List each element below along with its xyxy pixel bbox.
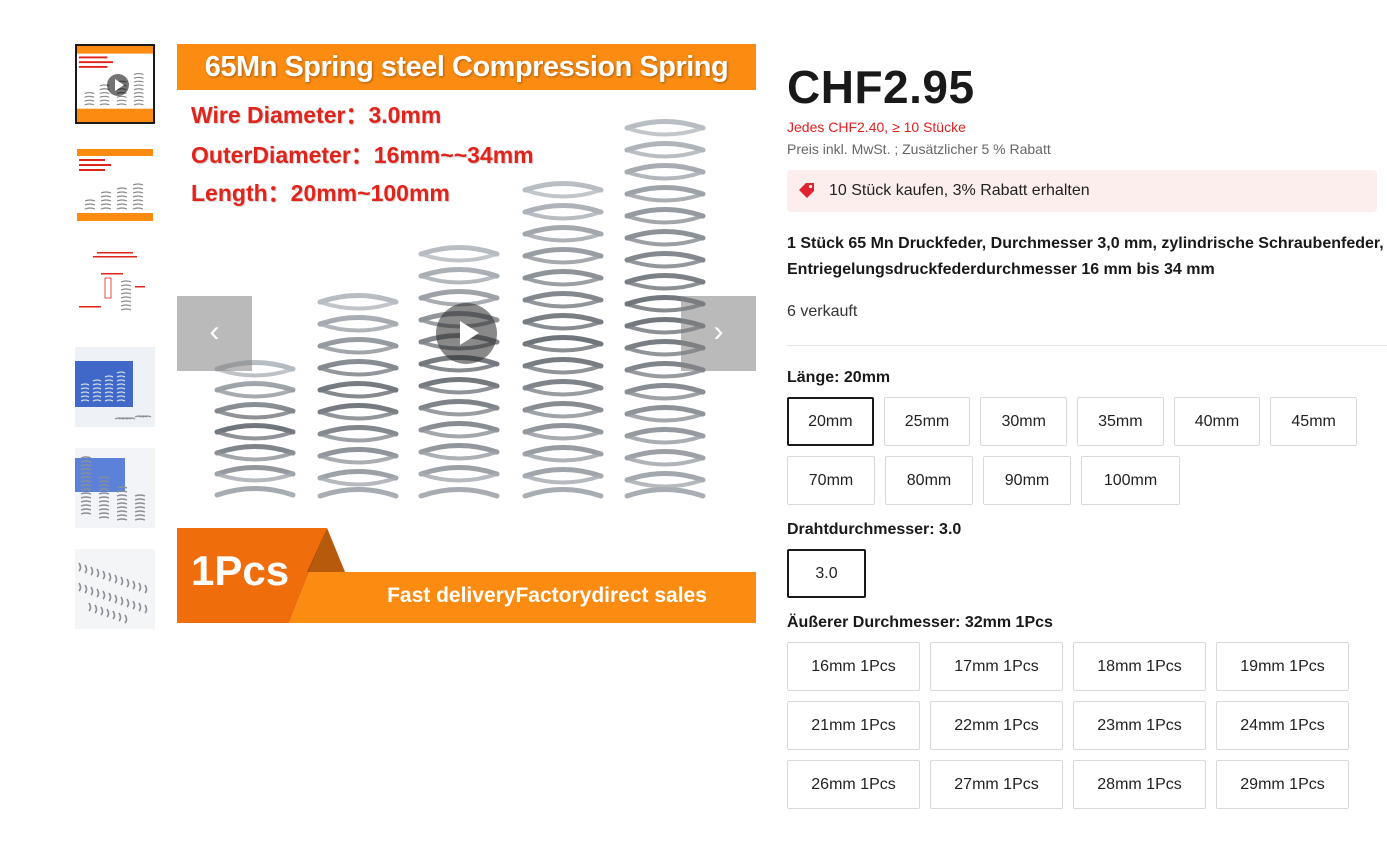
od-option-22mm[interactable]: 22mm 1Pcs: [930, 701, 1063, 750]
length-option-80mm[interactable]: 80mm: [885, 456, 973, 505]
thumbnail-5[interactable]: [75, 448, 155, 528]
length-option-90mm[interactable]: 90mm: [983, 456, 1071, 505]
image-banner-title: 65Mn Spring steel Compression Spring: [177, 44, 756, 90]
outer-diameter-options-row-1: 16mm 1Pcs 17mm 1Pcs 18mm 1Pcs 19mm 1Pcs: [787, 642, 1357, 691]
outer-diameter-options-row-3: 26mm 1Pcs 27mm 1Pcs 28mm 1Pcs 29mm 1Pcs: [787, 760, 1357, 809]
thumbnail-image: [75, 347, 155, 427]
springs-illustration: [177, 119, 756, 623]
thumbnail-video[interactable]: [75, 44, 155, 124]
od-option-27mm[interactable]: 27mm 1Pcs: [930, 760, 1063, 809]
length-option-100mm[interactable]: 100mm: [1081, 456, 1180, 505]
sold-count: 6 verkauft: [787, 303, 858, 320]
wire-diameter-options: 3.0: [787, 549, 1357, 598]
thumbnail-image: [75, 549, 155, 629]
length-option-45mm[interactable]: 45mm: [1270, 397, 1357, 446]
length-options-row-2: 70mm 80mm 90mm 100mm: [787, 456, 1357, 505]
length-options-row-1: 20mm 25mm 30mm 35mm 40mm 45mm: [787, 397, 1357, 446]
thumbnail-4[interactable]: [75, 347, 155, 427]
bulk-price-note: Jedes CHF2.40, ≥ 10 Stücke: [787, 119, 966, 135]
od-option-17mm[interactable]: 17mm 1Pcs: [930, 642, 1063, 691]
od-option-19mm[interactable]: 19mm 1Pcs: [1216, 642, 1349, 691]
length-option-30mm[interactable]: 30mm: [980, 397, 1067, 446]
main-product-image[interactable]: 65Mn Spring steel Compression Spring Wir…: [177, 44, 756, 623]
outer-diameter-options-row-2: 21mm 1Pcs 22mm 1Pcs 23mm 1Pcs 24mm 1Pcs: [787, 701, 1357, 750]
length-option-35mm[interactable]: 35mm: [1077, 397, 1164, 446]
spec-outer-diameter: OuterDiameter：16mm~~34mm: [191, 142, 534, 168]
tax-note: Preis inkl. MwSt. ; Zusätzlicher 5 % Rab…: [787, 141, 1051, 157]
thumbnail-image: [75, 246, 155, 326]
od-option-24mm[interactable]: 24mm 1Pcs: [1216, 701, 1349, 750]
pcs-label: 1Pcs: [191, 547, 290, 594]
product-price: CHF2.95: [787, 61, 975, 113]
chevron-right-icon: ›: [713, 315, 724, 348]
length-option-70mm[interactable]: 70mm: [787, 456, 875, 505]
od-option-23mm[interactable]: 23mm 1Pcs: [1073, 701, 1206, 750]
tag-icon: [799, 183, 814, 198]
outer-diameter-label: Äußerer Durchmesser: 32mm 1Pcs: [787, 614, 1053, 631]
spec-length: Length：20mm~100mm: [191, 180, 450, 206]
length-option-25mm[interactable]: 25mm: [883, 397, 971, 446]
length-option-40mm[interactable]: 40mm: [1173, 397, 1261, 446]
thumbnail-image: [75, 448, 155, 528]
length-option-20mm[interactable]: 20mm: [787, 397, 874, 446]
length-label: Länge: 20mm: [787, 369, 891, 386]
od-option-18mm[interactable]: 18mm 1Pcs: [1073, 642, 1206, 691]
video-play-icon: [107, 74, 129, 96]
thumbnail-image: [77, 46, 153, 122]
product-title: 1 Stück 65 Mn Druckfeder, Durchmesser 3,…: [787, 231, 1384, 283]
divider: [787, 345, 1387, 346]
thumbnail-3[interactable]: [75, 246, 155, 326]
od-option-21mm[interactable]: 21mm 1Pcs: [787, 701, 920, 750]
thumbnail-6[interactable]: [75, 549, 155, 629]
video-play-button[interactable]: [436, 303, 497, 364]
od-option-26mm[interactable]: 26mm 1Pcs: [787, 760, 920, 809]
gallery-next-button[interactable]: ›: [681, 296, 756, 371]
wire-diameter-label: Drahtdurchmesser: 3.0: [787, 521, 962, 538]
thumbnail-image: [75, 145, 155, 225]
product-info: CHF2.95 Jedes CHF2.40, ≥ 10 Stücke Preis…: [787, 56, 1387, 809]
thumbnail-list: [75, 44, 155, 650]
spec-wire-diameter: Wire Diameter：3.0mm: [191, 102, 442, 128]
wire-diameter-option-3-0[interactable]: 3.0: [787, 549, 866, 598]
delivery-label: Fast deliveryFactorydirect sales: [387, 584, 707, 607]
od-option-28mm[interactable]: 28mm 1Pcs: [1073, 760, 1206, 809]
gallery-prev-button[interactable]: ‹: [177, 296, 252, 371]
od-option-16mm[interactable]: 16mm 1Pcs: [787, 642, 920, 691]
od-option-29mm[interactable]: 29mm 1Pcs: [1216, 760, 1349, 809]
promo-text: 10 Stück kaufen, 3% Rabatt erhalten: [829, 182, 1090, 199]
promo-banner: 10 Stück kaufen, 3% Rabatt erhalten: [787, 170, 1377, 212]
product-title-line-2: Entriegelungsdruckfederdurchmesser 16 mm…: [787, 261, 1215, 278]
product-title-line-1: 1 Stück 65 Mn Druckfeder, Durchmesser 3,…: [787, 235, 1384, 252]
thumbnail-2[interactable]: [75, 145, 155, 225]
chevron-left-icon: ‹: [209, 315, 220, 348]
